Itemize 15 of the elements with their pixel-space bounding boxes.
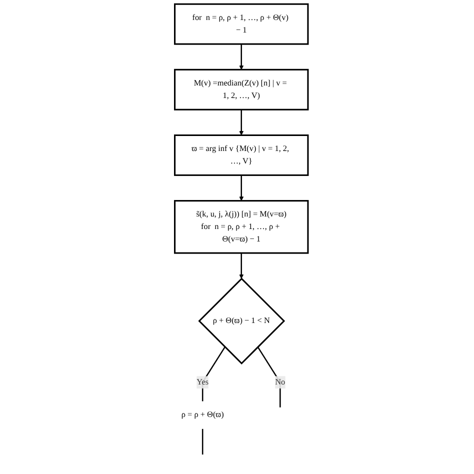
edge-label: No: [275, 378, 286, 386]
node-box: for n = ρ, ρ + 1, …, ρ + Θ(v) − 1: [174, 3, 309, 45]
connector: [202, 346, 226, 402]
edge-label: Yes: [196, 378, 209, 386]
arrow: [239, 253, 244, 279]
node-box: s̃(k, u, j, λ(j)) [n] = M(v=ϖ) for n = ρ, ρ + 1, …, ρ + Θ(v=ϖ) − 1: [174, 200, 309, 254]
connector: [202, 428, 204, 455]
connector: [257, 346, 281, 408]
arrow: [239, 175, 244, 201]
node-box: M(v) =median(Z(v) [n] | v = 1, 2, …, V): [174, 68, 309, 110]
arrow: [239, 44, 244, 70]
arrow: [239, 110, 244, 136]
node-box: ϖ = arg inf v {M(v) | v = 1, 2, …, V}: [174, 134, 309, 176]
node-text: ρ = ρ + Θ(ϖ): [181, 410, 224, 420]
node-diamond: ρ + Θ(ϖ) − 1 < N: [198, 278, 286, 364]
